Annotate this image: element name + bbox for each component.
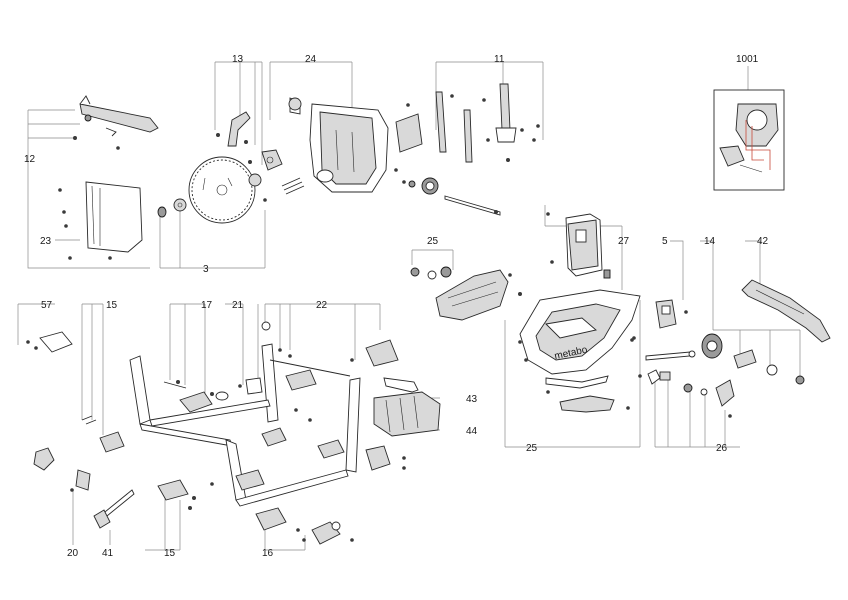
- part-5-switch: [632, 299, 688, 340]
- label-14: 14: [704, 236, 716, 247]
- part-13-riving-knife: [216, 111, 305, 202]
- label-5: 5: [662, 236, 668, 247]
- label-17: 17: [201, 300, 213, 311]
- label-21: 21: [232, 300, 244, 311]
- part-43-miter-gauge: [383, 377, 419, 393]
- part-24-motor-housing: [288, 97, 501, 216]
- label-57: 57: [41, 300, 53, 311]
- label-25-bottom: 25: [526, 443, 538, 454]
- label-43: 43: [466, 394, 478, 405]
- part-15-leg-brackets: [81, 415, 196, 510]
- label-25-top: 25: [427, 236, 439, 247]
- part-25-table-frame: metabo: [518, 289, 642, 413]
- part-26-crank-parts: [647, 369, 735, 418]
- label-41: 41: [102, 548, 114, 559]
- label-1001: 1001: [736, 54, 759, 65]
- part-20-knob: [33, 447, 91, 492]
- label-22: 22: [316, 300, 328, 311]
- part-57-cable-holder: [26, 331, 73, 353]
- leader-lines: [17, 61, 801, 551]
- part-11-height-adjustment: [435, 83, 540, 163]
- part-22-base-frame: [129, 321, 406, 507]
- part-41-power-cord: [93, 489, 135, 529]
- label-3: 3: [203, 264, 209, 275]
- label-13: 13: [232, 54, 244, 65]
- label-12: 12: [24, 154, 36, 165]
- part-3-saw-blade: [157, 156, 262, 224]
- part-42-rip-fence: [741, 279, 831, 343]
- label-16: 16: [262, 548, 274, 559]
- part-12-blade-guard: [73, 95, 159, 150]
- label-20: 20: [67, 548, 79, 559]
- part-16-wheels: [255, 507, 354, 545]
- label-15-bottom: 15: [164, 548, 176, 559]
- label-27: 27: [618, 236, 630, 247]
- part-23-housing-cover: [58, 181, 143, 260]
- part-21-clamp: [238, 377, 263, 395]
- label-11: 11: [494, 54, 505, 65]
- part-labels: 12 13 24 11 1001 23 3 25 27 5 14 42 57 1…: [24, 54, 769, 559]
- label-44: 44: [466, 426, 478, 437]
- label-15-left: 15: [106, 300, 118, 311]
- part-17-wheel-mount: [163, 380, 229, 413]
- part-1001-motor-detail: [713, 89, 785, 191]
- part-25-lower-guard-top: [410, 266, 522, 321]
- part-14-handwheel: [645, 333, 805, 385]
- label-23: 23: [40, 236, 52, 247]
- label-42: 42: [757, 236, 769, 247]
- part-44-accessory-box: [373, 391, 441, 437]
- label-26: 26: [716, 443, 728, 454]
- label-24: 24: [305, 54, 317, 65]
